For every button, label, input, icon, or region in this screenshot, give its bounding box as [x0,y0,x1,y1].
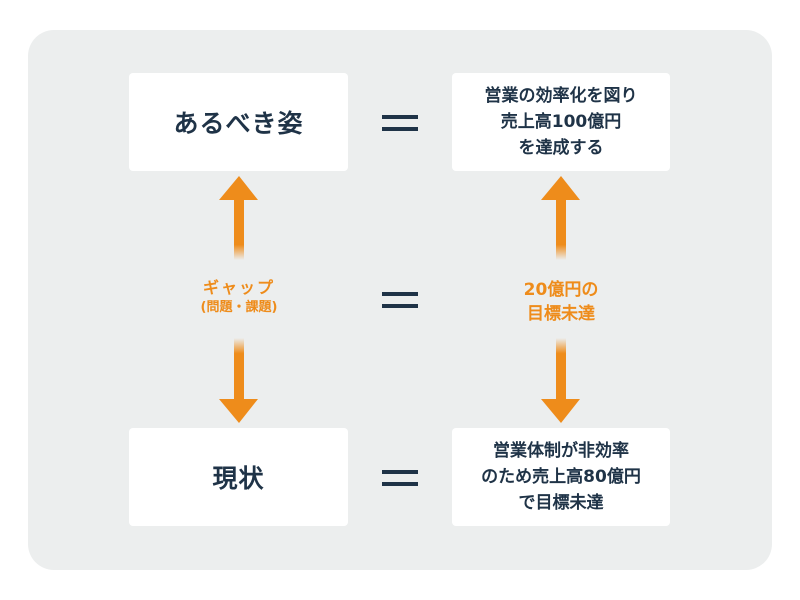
ideal-description-box: 営業の効率化を図り 売上高100億円 を達成する [452,73,670,171]
equals-sign-middle [382,292,418,308]
current-description-line-1: 営業体制が非効率 [492,441,629,461]
down-arrow-icon-left [219,338,258,423]
current-state-label: 現状 [212,464,265,493]
equals-sign-top [382,115,418,131]
ideal-state-box: あるべき姿 [129,73,348,171]
gap-label: ギャップ (問題・課題) [179,277,299,317]
gap-description-line-1: 20億円の [523,280,599,300]
current-state-box: 現状 [129,428,348,526]
gap-subtitle: (問題・課題) [200,300,278,315]
ideal-state-label: あるべき姿 [173,109,304,138]
down-arrow-icon-right [541,338,580,423]
gap-description: 20億円の 目標未達 [501,278,621,326]
gap-title: ギャップ [202,278,275,297]
ideal-description-line-1: 営業の効率化を図り [484,86,638,106]
current-description-line-3: で目標未達 [518,493,604,513]
up-arrow-icon-left [219,176,258,260]
current-description-box: 営業体制が非効率 のため売上高80億円 で目標未達 [452,428,670,526]
gap-description-line-2: 目標未達 [527,304,595,324]
up-arrow-icon-right [541,176,580,260]
equals-sign-bottom [382,470,418,486]
current-description-line-2: のため売上高80億円 [481,467,641,487]
ideal-description-line-3: を達成する [518,138,604,158]
ideal-description-line-2: 売上高100億円 [500,112,622,132]
